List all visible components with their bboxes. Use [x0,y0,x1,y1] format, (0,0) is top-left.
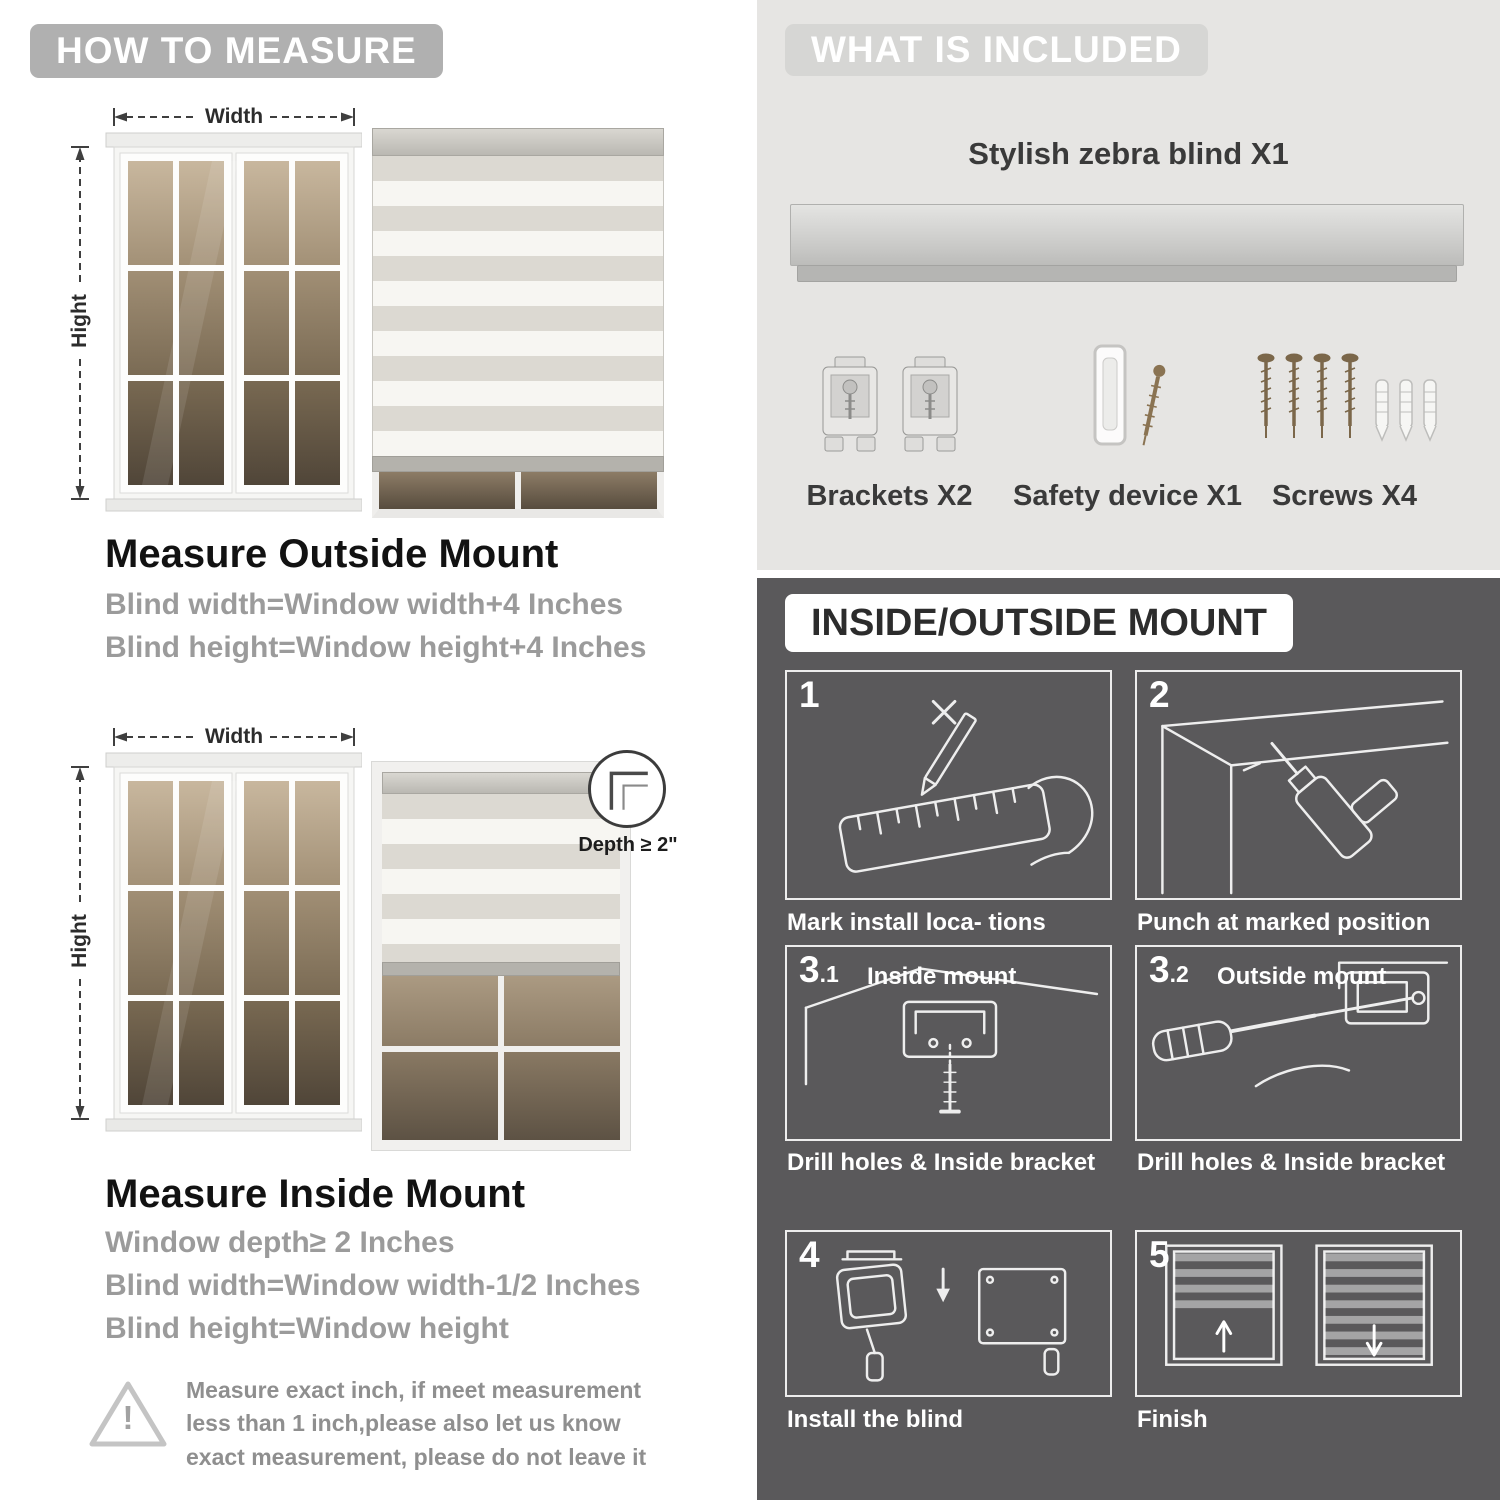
screws-and-anchors-icon [1257,353,1437,442]
screws-label: Screws X4 [1271,480,1418,512]
window-illustration [71,108,362,512]
step-caption-4: Install the blind [787,1406,964,1433]
step-panel-3-2: 3.2 Outside mount [1135,945,1462,1141]
safety-device-label: Safety device X1 [1013,480,1242,512]
zebra-stripes [382,794,620,962]
inside-mount-rule-1: Window depth≥ 2 Inches [105,1226,455,1259]
brackets-label: Brackets X2 [806,480,973,512]
step-panel-2: 2 [1135,670,1462,900]
depth-callout-circle [588,750,666,828]
step-panel-1: 1 [785,670,1112,900]
step-caption-3-1: Drill holes & Inside bracket [787,1149,1096,1176]
inside-mount-title: Measure Inside Mount [105,1172,526,1216]
inside-mount-rule-3: Blind height=Window height [105,1312,509,1345]
height-measure-label: Hight [67,287,93,355]
height-measure-label: Hight [67,907,93,975]
mount-steps-section: INSIDE/OUTSIDE MOUNT 1 [757,578,1500,1500]
blind-headrail [372,128,664,156]
how-to-measure-header: HOW TO MEASURE [30,24,443,78]
step-panel-3-1: 3.1 Inside mount [785,945,1112,1141]
screws-icons [1250,330,1440,480]
mount-section-header: INSIDE/OUTSIDE MOUNT [785,594,1294,652]
brackets-icons [817,330,963,480]
how-to-measure-section: HOW TO MEASURE [30,24,678,1470]
step2-drill-illustration [1161,700,1449,895]
step-number: 2 [1149,674,1170,715]
step3-1-inside-bracket-illustration [804,967,1099,1114]
included-item-brackets: Brackets X2 [782,330,997,513]
outside-mount-window-figure: Width Hight [62,103,362,518]
step-caption-1: Mark install loca- tions [787,909,1046,936]
safety-device-icon [1093,344,1165,446]
inside-mount-blind-figure [372,762,630,1150]
warning-text: Measure exact inch, if meet measurement … [186,1377,647,1470]
included-item-screws: Screws X4 [1237,330,1452,513]
corner-depth-icon [609,771,648,810]
window-opening [382,976,620,1140]
outside-mount-title: Measure Outside Mount [105,532,559,576]
inside-mount-rule-2: Blind width=Window width-1/2 Inches [105,1269,641,1302]
step-number: 4 [799,1234,820,1275]
bracket-icon [902,356,957,452]
inside-mount-window-figure: Width Hight [62,723,362,1138]
safety-device-icons [1073,330,1183,480]
included-item-safety-device: Safety device X1 [1013,330,1242,513]
step-caption-5: Finish [1137,1406,1208,1433]
step-caption-2: Punch at marked position [1137,909,1431,936]
warning-triangle-icon [89,1381,167,1447]
step5-finish-illustration [1165,1244,1433,1366]
step-number: 3.2 [1149,949,1189,990]
zebra-blind-headrail-image [790,204,1464,266]
step-inner-label: Inside mount [867,963,1017,990]
bracket-icon [822,356,877,452]
step-inner-label: Outside mount [1217,963,1387,990]
step-caption-3-2: Drill holes & Inside bracket [1137,1149,1446,1176]
window-sliver [372,472,664,518]
step-number: 5 [1149,1234,1170,1275]
step3-2-outside-bracket-illustration [1151,961,1449,1088]
step-number: 3.1 [799,949,839,990]
depth-label: Depth ≥ 2" [578,834,678,856]
outside-mount-rule-1: Blind width=Window width+4 Inches [105,588,624,621]
width-measure-label: Width [197,104,271,130]
width-measure-label: Width [197,724,271,750]
step-panel-4: 4 [785,1230,1112,1397]
zebra-blind-label: Stylish zebra blind X1 [968,136,1289,171]
blind-headrail [382,772,620,794]
zebra-blind-headrail-lip [797,265,1457,282]
blind-bottomrail [382,962,620,976]
what-is-included-section: WHAT IS INCLUDED Stylish zebra blind X1 [757,0,1500,570]
outside-mount-rule-2: Blind height=Window height+4 Inches [105,631,647,664]
zebra-stripes [372,156,664,456]
step-panel-5: 5 [1135,1230,1462,1397]
step-number: 1 [799,674,820,715]
step4-install-blind-illustration [835,1250,1067,1382]
window-illustration [71,728,362,1132]
blind-bottomrail [372,456,664,472]
step1-mark-locations-illustration [838,700,1094,873]
what-is-included-header: WHAT IS INCLUDED [785,24,1208,76]
outside-mount-blind-figure [372,128,664,518]
warning-exclamation: ! [122,1399,134,1436]
